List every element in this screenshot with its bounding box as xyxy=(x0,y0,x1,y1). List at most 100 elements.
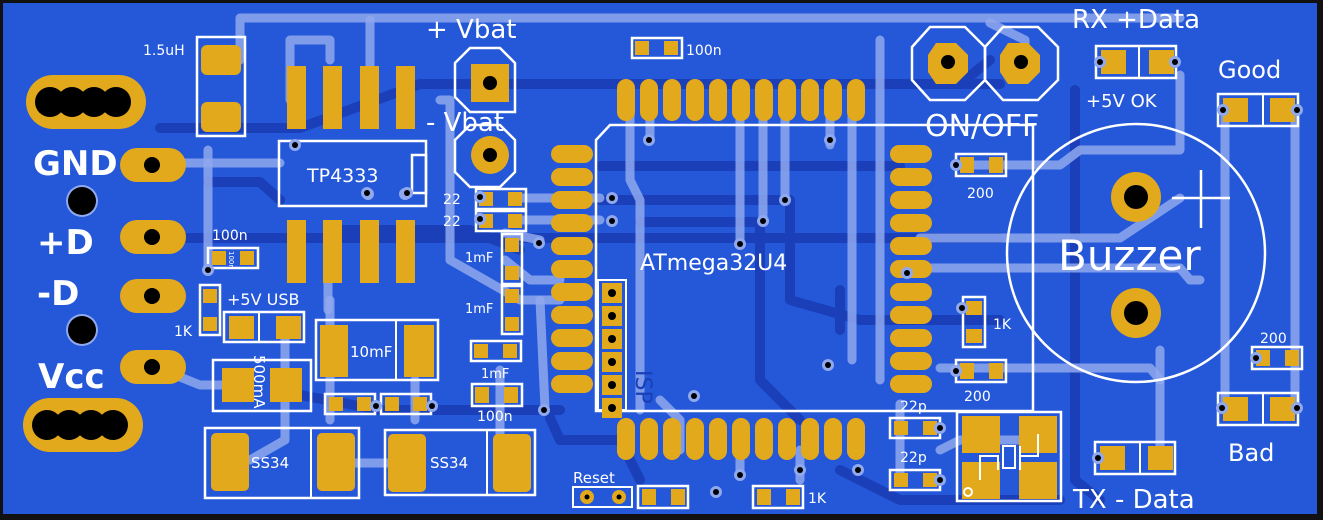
res-200-top-label: 200 xyxy=(967,186,994,202)
via-drill xyxy=(205,267,211,273)
cap-22p-a-label: 22p xyxy=(900,399,927,415)
via-drill xyxy=(609,195,615,201)
via-drill xyxy=(1294,107,1300,113)
mcu-pin-top xyxy=(617,79,635,121)
mcu-pin-bottom xyxy=(847,418,865,460)
mcu-pin-right xyxy=(890,375,932,393)
mcu-pin-left xyxy=(551,214,593,232)
mcu-pins xyxy=(551,79,932,460)
reset-label: Reset xyxy=(573,469,615,487)
mcu-pin-top xyxy=(801,79,819,121)
mcu-pin-bottom xyxy=(824,418,842,460)
via-drill xyxy=(404,190,410,196)
rx-label: RX +Data xyxy=(1072,5,1200,35)
via-drill xyxy=(937,425,943,431)
via-drill xyxy=(937,477,943,483)
via-drill xyxy=(1220,107,1226,113)
charger-label: TP4333 xyxy=(306,165,378,187)
mcu-pin-left xyxy=(551,352,593,370)
mcu-pin-left xyxy=(551,375,593,393)
mcu-pin-left xyxy=(551,283,593,301)
inductor-label: 1.5uH xyxy=(143,43,185,59)
mcu-pin-top xyxy=(824,79,842,121)
mcu-pin-top xyxy=(755,79,773,121)
via-drill xyxy=(364,190,370,196)
mcu-pin-bottom xyxy=(709,418,727,460)
mcu-pin-bottom xyxy=(801,418,819,460)
mcu-pin-left xyxy=(551,168,593,186)
cap-1mF-c-label: 1mF xyxy=(481,367,509,382)
via-drill xyxy=(373,403,379,409)
via-drill xyxy=(1172,59,1178,65)
mcu-pin-right xyxy=(890,352,932,370)
mcu-pin-bottom xyxy=(732,418,750,460)
mcu-chip: ATmega32U4 ISP xyxy=(594,123,1035,413)
cap-22p-b-label: 22p xyxy=(900,450,927,466)
isp-pin-drill xyxy=(608,312,616,320)
mcu-pin-right xyxy=(890,214,932,232)
mcu-pin-right xyxy=(890,145,932,163)
cap-100n-top-label: 100n xyxy=(686,43,722,59)
mcu-pin-bottom xyxy=(755,418,773,460)
res-22-b-label: 22 xyxy=(443,214,461,230)
via-drill xyxy=(904,270,910,276)
buzzer: + Buzzer xyxy=(1005,122,1267,384)
via-drill xyxy=(1097,59,1103,65)
usb-connector: GND +D -D Vcc xyxy=(23,75,186,452)
mcu-pin-left xyxy=(551,306,593,324)
mcu-pin-top xyxy=(847,79,865,121)
mcu-pin-top xyxy=(640,79,658,121)
via-drill xyxy=(825,362,831,368)
res-1k-right-label: 1K xyxy=(993,317,1012,333)
isp-pin-drill xyxy=(608,381,616,389)
mcu-pin-bottom xyxy=(617,418,635,460)
reset-header[interactable]: Reset xyxy=(572,469,633,508)
isp-pin-drill xyxy=(608,335,616,343)
isp-pin-drill xyxy=(608,404,616,412)
via-drill xyxy=(953,368,959,374)
mcu-pin-right xyxy=(890,329,932,347)
res-22-a-label: 22 xyxy=(443,192,461,208)
via-drill xyxy=(292,142,298,148)
via-drill xyxy=(691,393,697,399)
vbat-plus-label: + Vbat xyxy=(426,15,516,45)
isp-label: ISP xyxy=(630,370,655,404)
cap-10mF-label: 10mF xyxy=(350,343,392,361)
mcu-pin-left xyxy=(551,329,593,347)
diode-b-label: SS34 xyxy=(430,454,468,472)
passives-left: 100n 100n 1K +5V USB 500mA 10mF SS34 SS3… xyxy=(174,228,537,500)
mcu-pin-top xyxy=(686,79,704,121)
via-drill xyxy=(797,467,803,473)
via-drill xyxy=(855,467,861,473)
mcu-pin-right xyxy=(890,306,932,324)
power-switch[interactable]: ON/OFF xyxy=(910,25,1060,144)
tx-label: TX - Data xyxy=(1072,485,1195,515)
isp-pin-drill xyxy=(608,289,616,297)
diode-a-label: SS34 xyxy=(251,454,289,472)
via-drill xyxy=(782,197,788,203)
mcu-pin-top xyxy=(663,79,681,121)
mcu-pin-bottom xyxy=(640,418,658,460)
cap-100n-bottom-label: 100n xyxy=(477,409,513,425)
via-drill xyxy=(1219,405,1225,411)
dminus-label: -D xyxy=(37,274,79,314)
vbat-minus-label: - Vbat xyxy=(426,108,504,138)
mcu-pin-right xyxy=(890,237,932,255)
crystal xyxy=(955,410,1063,503)
via-drill xyxy=(1095,455,1101,461)
mcu-pin-right xyxy=(890,168,932,186)
good-label: Good xyxy=(1218,56,1281,84)
mcu-pin-right xyxy=(890,283,932,301)
vcc-label: Vcc xyxy=(38,357,105,397)
via-drill xyxy=(609,218,615,224)
mcu-pin-bottom xyxy=(663,418,681,460)
bad-label: Bad xyxy=(1228,439,1274,467)
via-drill xyxy=(827,137,833,143)
vias xyxy=(202,56,1303,498)
via-drill xyxy=(713,489,719,495)
mcu-pin-top xyxy=(709,79,727,121)
isp-pin-drill xyxy=(608,358,616,366)
cap-1mF-b-label: 1mF xyxy=(465,302,493,317)
via-drill xyxy=(477,216,483,222)
